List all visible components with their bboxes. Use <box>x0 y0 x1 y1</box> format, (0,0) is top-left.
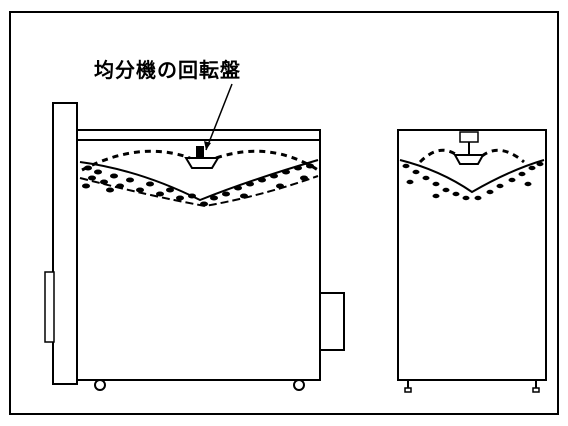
side-scatter-arc <box>418 148 525 164</box>
callout-arrowhead <box>204 141 211 150</box>
rotating-disk <box>184 146 220 169</box>
side-leg-left <box>404 387 412 393</box>
grain-surface-upper <box>79 159 319 202</box>
front-view-machine <box>44 102 345 391</box>
side-rotating-disk <box>453 154 485 165</box>
callout-leader <box>205 83 233 151</box>
side-grain-surface <box>399 159 545 194</box>
side-door-panel <box>52 102 78 385</box>
front-side-box <box>319 292 345 351</box>
front-wheel-left <box>94 379 106 391</box>
side-view-machine <box>397 129 547 393</box>
side-motor <box>459 131 479 143</box>
panel-lower-box <box>44 271 55 343</box>
side-grain-particles <box>402 161 544 201</box>
side-leg-right <box>532 387 540 393</box>
front-wheel-right <box>293 379 305 391</box>
side-body <box>397 129 547 381</box>
grain-particles <box>82 163 314 207</box>
rotating-disk-label: 均分機の回転盤 <box>94 58 241 82</box>
outer-border <box>9 11 559 415</box>
